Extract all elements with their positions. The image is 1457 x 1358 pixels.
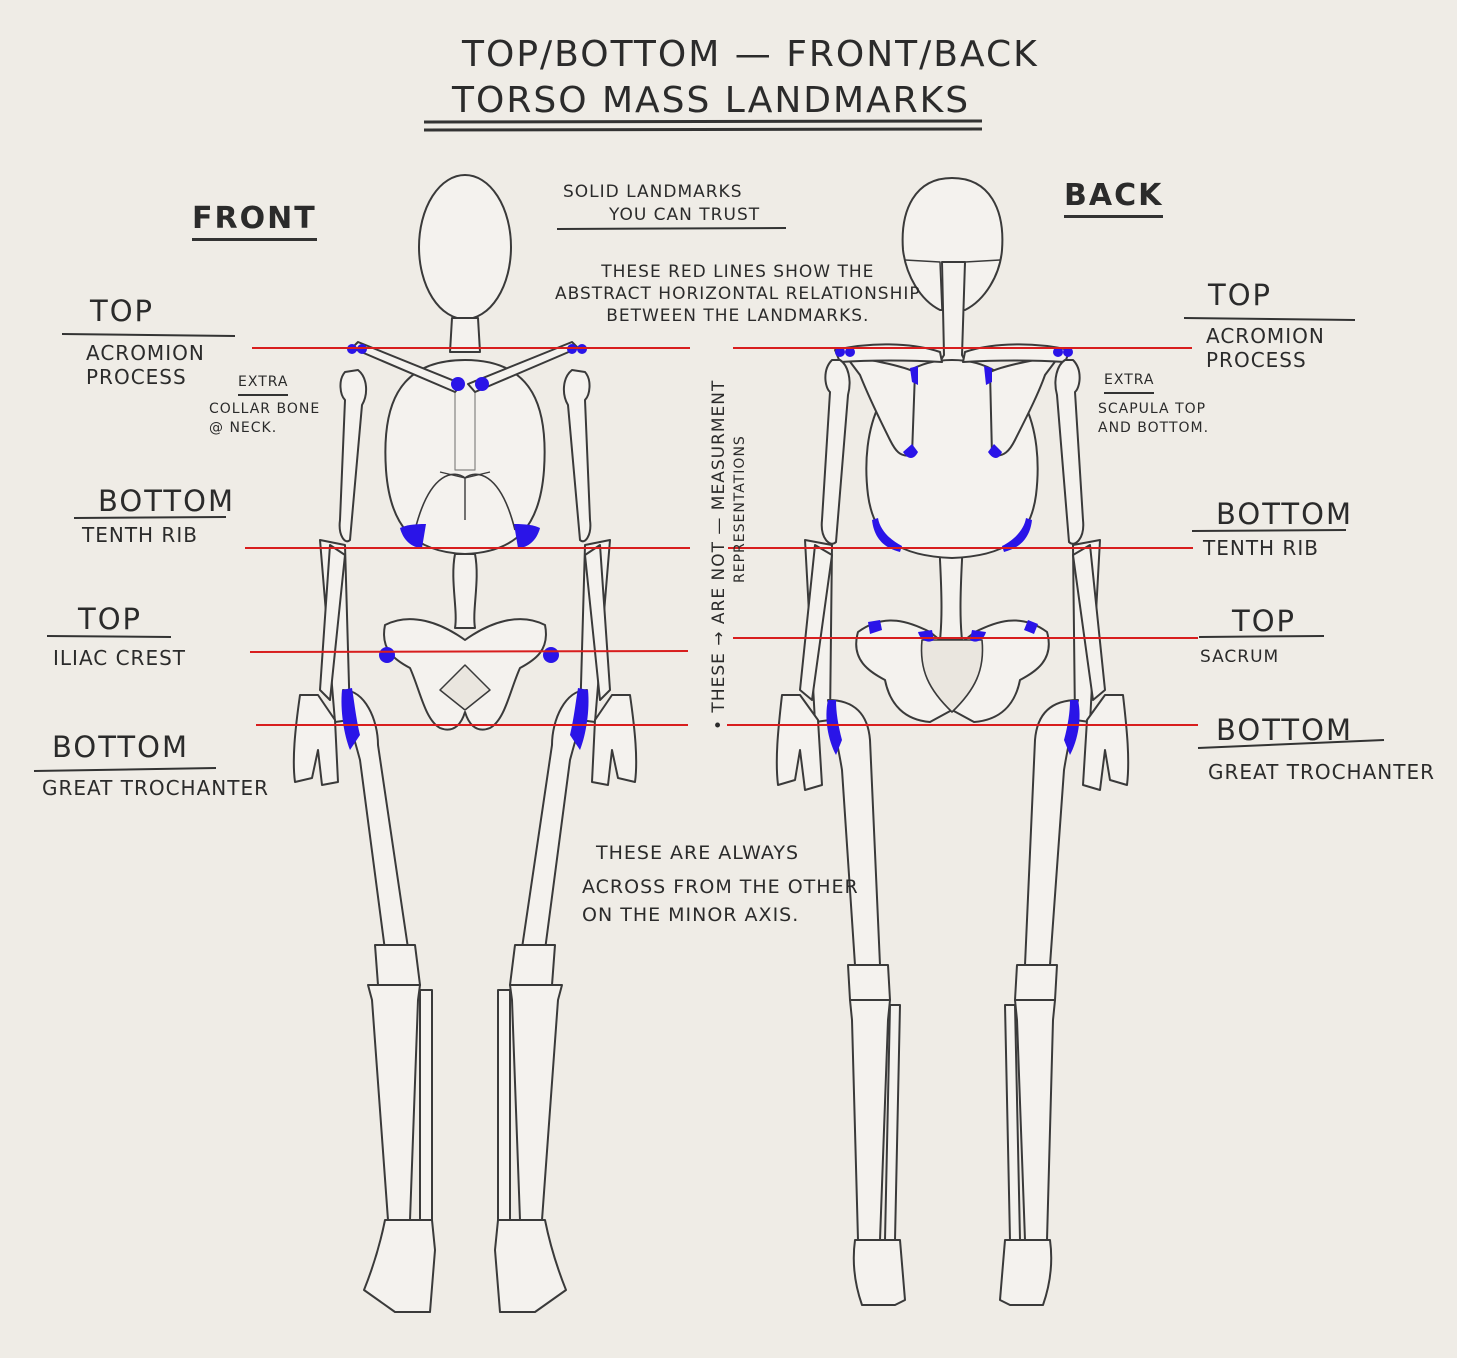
landmark-front-collarbone-left (451, 377, 465, 391)
front-neck (449, 317, 481, 353)
front-extra-title: EXTRA (238, 373, 289, 396)
back-left-humerus (820, 359, 851, 545)
front-left-tibia (367, 984, 421, 1221)
front-right-foot (494, 1219, 567, 1313)
front-right-hand (591, 694, 638, 786)
landmark-back-acromion-right (1053, 347, 1063, 357)
back-right-scapula (989, 354, 1061, 457)
front-label-iliac-crest: ILIAC CREST (53, 646, 187, 670)
title-underline (423, 119, 983, 132)
note-minor-axis: THESE ARE ALWAYS ACROSS FROM THE OTHER O… (582, 842, 859, 926)
back-extra-scapula: SCAPULA TOP AND BOTTOM. (1098, 401, 1210, 436)
landmark-back-tenth-rib-left (872, 518, 902, 552)
back-right-hand (1082, 694, 1130, 791)
back-heading: BACK (1064, 178, 1164, 218)
back-label-top-acromion: TOP (1208, 278, 1273, 312)
landmark-back-scapula-bottom-right (988, 444, 1002, 458)
note-red-lines: THESE RED LINES SHOW THE ABSTRACT HORIZO… (555, 262, 921, 326)
back-left-scapula (844, 354, 916, 457)
note-solid-landmarks: SOLID LANDMARKS YOU CAN TRUST (563, 182, 761, 225)
front-label-bottom-trochanter: BOTTOM (52, 730, 189, 764)
back-right-foot (999, 1239, 1053, 1306)
note-vertical-measurement: • THESE → ARE NOT — MEASURMENT (709, 379, 729, 730)
front-spine (452, 553, 478, 629)
back-skeleton (775, 177, 1130, 1306)
back-left-foot (852, 1239, 906, 1306)
front-skeleton (292, 174, 638, 1313)
horizontal-guide-lines (245, 347, 1198, 726)
back-sacrum (920, 639, 984, 713)
landmark-back-acromion-left (835, 347, 845, 357)
landmark-front-trochanter-left (341, 688, 360, 750)
front-label-bottom-rib: BOTTOM (98, 484, 235, 518)
back-left-hand (775, 694, 823, 791)
landmark-front-iliac-left (379, 647, 395, 663)
label-rules (33, 227, 1385, 772)
landmark-back-scapula-top-right (984, 366, 992, 385)
page-title: TOP/BOTTOM — FRONT/BACK (462, 34, 1039, 75)
landmark-front-iliac-right (543, 647, 559, 663)
landmark-back-scapula-bottom-left (903, 444, 918, 458)
landmark-back-tenth-rib-right (1002, 518, 1032, 552)
back-label-acromion-process: ACROMION PROCESS (1206, 324, 1325, 372)
front-left-humerus (338, 369, 368, 543)
front-left-hand (292, 694, 339, 786)
page-subtitle: TORSO MASS LANDMARKS (452, 80, 971, 121)
guide-front-iliac (249, 650, 689, 653)
front-right-humerus (562, 369, 592, 543)
front-right-tibia (509, 984, 563, 1221)
back-label-great-trochanter: GREAT TROCHANTER (1208, 760, 1435, 784)
front-label-top-acromion: TOP (90, 294, 155, 328)
note-vertical-representations: REPRESENTATIONS (732, 435, 748, 583)
front-label-tenth-rib: TENTH RIB (82, 523, 198, 547)
front-label-acromion-process: ACROMION PROCESS (86, 341, 205, 389)
front-extra-collar-bone: COLLAR BONE @ NECK. (209, 401, 321, 436)
back-right-humerus (1054, 359, 1085, 545)
landmark-front-tenth-rib-left (400, 524, 426, 548)
landmark-back-trochanter-left (826, 700, 842, 755)
landmark-front-tenth-rib-right (514, 524, 540, 548)
front-left-foot (363, 1219, 436, 1313)
landmark-back-trochanter-right (1064, 700, 1080, 755)
back-label-sacrum: SACRUM (1200, 647, 1280, 667)
back-right-tibia (1014, 999, 1056, 1241)
front-heading: FRONT (192, 201, 317, 241)
back-label-bottom-rib: BOTTOM (1216, 497, 1353, 531)
landmark-front-trochanter-right (570, 688, 589, 750)
front-label-great-trochanter: GREAT TROCHANTER (42, 776, 269, 800)
back-label-bottom-trochanter: BOTTOM (1216, 713, 1353, 747)
back-left-tibia (849, 999, 891, 1241)
front-skull (418, 174, 512, 320)
front-label-top-iliac: TOP (78, 602, 143, 636)
back-extra-title: EXTRA (1104, 371, 1155, 394)
landmark-front-collarbone-right (475, 377, 489, 391)
landmark-back-scapula-top-left (910, 366, 918, 385)
back-label-top-sacrum: TOP (1232, 604, 1297, 638)
back-label-tenth-rib: TENTH RIB (1203, 536, 1319, 560)
